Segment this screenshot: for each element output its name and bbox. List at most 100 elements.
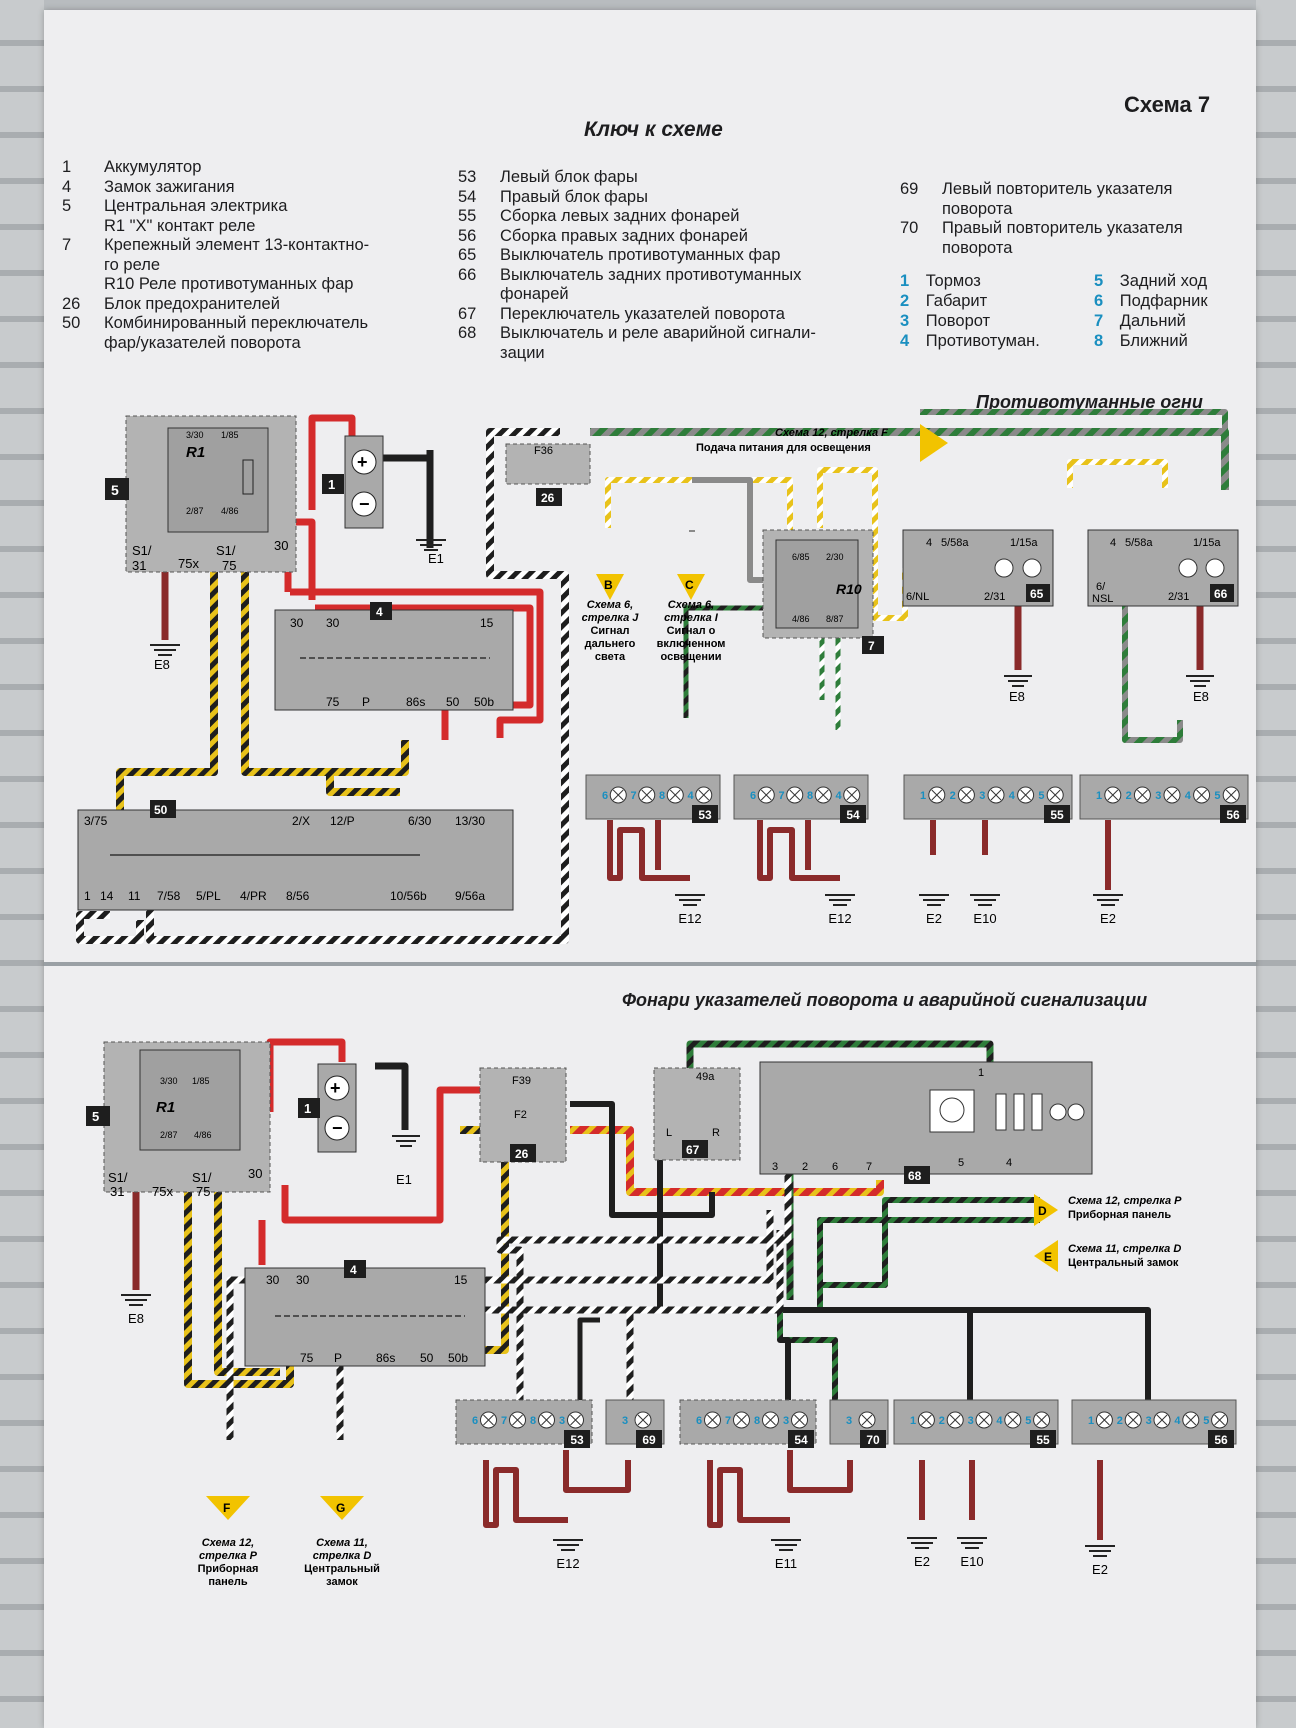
bulb-legend-text: Подфарник [1115,292,1208,310]
pin-label: 6/30 [408,814,432,828]
pin-label: 30 [296,1273,310,1287]
fuse-f36: F36 26 [505,443,591,506]
ground-label: E2 [1092,1562,1108,1577]
pin-label: 49a [696,1071,715,1083]
key-item: R1 "X" контакт реле [62,217,442,237]
feed-note-2: Подача питания для освещения [696,442,871,454]
key-item-text: Левый повторитель указателя [942,180,1173,198]
component-id-70: 70 [866,1433,880,1447]
component-id-55: 55 [1050,808,1064,822]
fuses-f39-f2: F39 F2 26 [479,1067,567,1163]
component-id-50: 50 [154,803,168,817]
ground-label: E8 [1009,689,1025,704]
key-item-number: 4 [62,177,72,196]
key-item-text: Переключатель указателей поворота [500,304,785,323]
arrow-note: Схема 12, [202,1537,255,1549]
pin-label: 1 [84,889,91,903]
arrow-note: дальнего [585,638,636,650]
terminal-label: 31 [132,558,146,573]
key-item: поворота [900,200,1230,220]
binder-edge-left [0,0,44,1728]
svg-text:+: + [357,452,368,472]
bulb-number: 1 [1088,1415,1094,1427]
pin-label: 2/87 [160,1130,178,1140]
bulb-legend-item: 6 Подфарник [1094,292,1208,312]
bulb-number: 8 [807,790,813,802]
terminal-label: 75x [152,1184,173,1199]
bulb-number: 4 [836,790,843,802]
ground-e1-label: E1 [428,551,444,566]
pin-label: 1/15a [1010,537,1038,549]
bulb-number: 7 [501,1415,507,1427]
bulb-legend-number: 5 [1094,272,1104,290]
key-item-number: 56 [458,226,477,245]
arrow-note: Схема 11, стрелка D [1068,1243,1181,1255]
svg-text:+: + [330,1078,341,1098]
pin-label: 6 [832,1161,838,1173]
ground-symbol: E11 [771,1539,801,1571]
pin-label: 6/NL [906,591,929,603]
arrow-note: включенном [657,638,726,650]
bulb-legend-item: 1 Тормоз [900,272,981,292]
key-item-text: Замок зажигания [104,177,235,196]
pin-label: 86s [406,695,425,709]
pin-label: P [362,695,370,709]
bulb-number: 4 [1185,790,1192,802]
arrow-e: E Схема 11, стрелка D Центральный замок [1034,1240,1181,1272]
svg-text:−: − [359,494,370,514]
arrow-note: Схема 6, [668,599,714,611]
fuse-label: F2 [514,1109,527,1121]
ground-label: E10 [973,911,996,926]
arrow-note: Приборная [198,1563,259,1575]
ground-symbol: E12 [553,1539,583,1571]
bulb-number: 4 [688,790,695,802]
bulb-number: 2 [950,790,956,802]
arrow-note: Сигнал о [667,625,716,637]
pin-label: 2/31 [1168,591,1189,603]
ground-label: E10 [960,1554,983,1569]
key-item-number: 50 [62,314,81,332]
component-id-26: 26 [515,1147,529,1161]
pin-label: NSL [1092,593,1113,605]
pin-label: 86s [376,1351,395,1365]
pin-label: 1/15a [1193,537,1221,549]
arrow-note: Центральный [304,1563,380,1575]
key-item-number: 5 [62,197,72,215]
ignition-switch-4: 4 30 30 15 75 P 86s 50 50b [244,1260,486,1367]
key-item-number: 1 [62,158,72,176]
pin-label: 30 [266,1273,280,1287]
arrow-note: Схема 12, стрелка P [1068,1195,1182,1207]
pin-label: 2/31 [984,591,1005,603]
central-electrics-5: 5 R1 3/30 1/85 2/87 4/86 S1/ 31 75x S1/ … [105,415,297,573]
ground-symbol: E10 [970,894,1000,926]
pin-label: 3 [772,1161,778,1173]
bulb-number: 8 [659,790,665,802]
bulb-number: 2 [1126,790,1132,802]
ground-label: E2 [1100,911,1116,926]
pin-label: 8/56 [286,889,310,903]
pin-label: 9/56a [455,889,485,903]
component-id-68: 68 [908,1169,922,1183]
component-id-1: 1 [328,477,335,492]
fuse-label: F39 [512,1075,531,1087]
pin-label: 4 [1006,1157,1012,1169]
ignition-switch-4: 4 30 30 15 75 P 86s 50 50b [274,602,514,711]
component-id-54: 54 [794,1433,808,1447]
key-item-text: зации [500,343,545,362]
terminal-label: S1/ [216,543,236,558]
pin-label: 30 [326,616,340,630]
bulb-number: 6 [472,1415,478,1427]
ground-label: E2 [914,1554,930,1569]
bulb-number: 6 [750,790,756,802]
bulb-number: 4 [1174,1415,1181,1427]
pin-label: 15 [480,616,494,630]
key-item: зации [458,344,878,364]
ground-symbol: E2 [919,894,949,926]
bulb-number: 3 [1155,790,1161,802]
key-item-text: Выключатель противотуманных фар [500,246,781,264]
